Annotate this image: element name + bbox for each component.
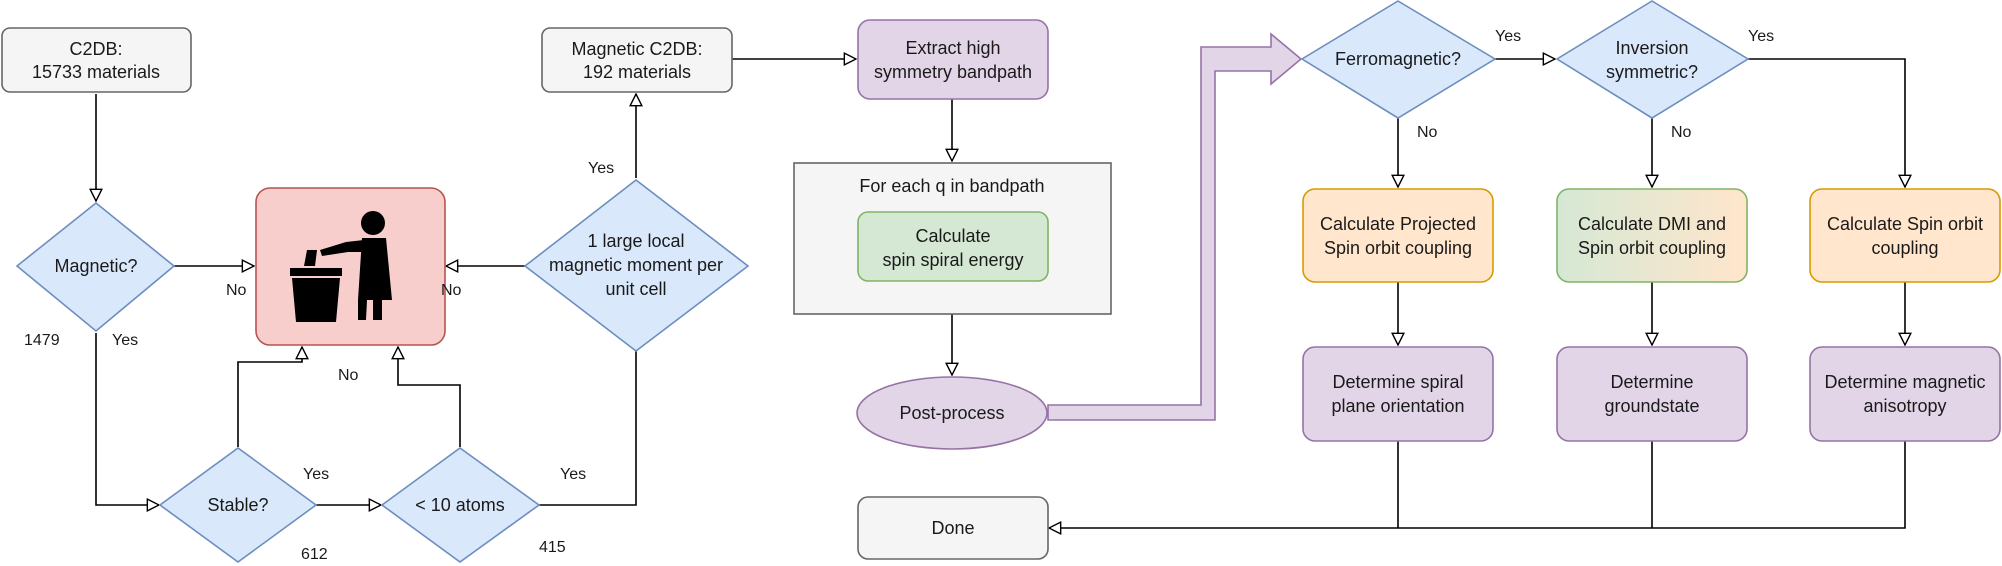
moment-decision-line-2: magnetic moment per	[549, 255, 723, 275]
moment-decision-line-3: unit cell	[605, 279, 666, 299]
extract-line-1: Extract high	[905, 38, 1000, 58]
node-det-spiral-plane: Determine spiral plane orientation	[1302, 346, 1494, 442]
edges	[96, 59, 1905, 528]
label-yes-ferro: Yes	[1495, 28, 1521, 45]
ferro-decision-text: Ferromagnetic?	[1335, 49, 1461, 69]
node-moment-decision: 1 large local magnetic moment per unit c…	[523, 178, 750, 353]
label-no-magnetic: No	[226, 282, 247, 299]
edge-results-to-done	[1049, 441, 1906, 528]
node-stable-decision: Stable?	[158, 447, 318, 563]
edge-atoms-to-trash	[398, 347, 461, 447]
node-postprocess: Post-process	[856, 376, 1048, 450]
node-det-groundstate: Determine groundstate	[1556, 346, 1748, 442]
magnetic-c2db-line-1: Magnetic C2DB:	[571, 39, 702, 59]
stable-decision-text: Stable?	[207, 495, 268, 515]
edge-atoms-to-moment	[539, 318, 636, 506]
edge-inversion-to-calcsoc	[1748, 58, 1905, 187]
edge-magnetic-to-stable	[95, 333, 159, 505]
magnetic-decision-text: Magnetic?	[54, 256, 137, 276]
node-inversion-decision: Inversion symmetric?	[1555, 0, 1750, 119]
inversion-decision-line-1: Inversion	[1615, 38, 1688, 58]
label-no-inversion: No	[1671, 124, 1692, 141]
node-calc-projected-soc: Calculate Projected Spin orbit coupling	[1302, 188, 1494, 283]
label-yes-atoms: Yes	[560, 466, 586, 483]
node-calc-soc: Calculate Spin orbit coupling	[1809, 188, 2001, 283]
edge-postprocess-to-ferro-arrow	[1047, 32, 1303, 421]
node-spiral-energy	[857, 211, 1049, 282]
extract-line-2: symmetry bandpath	[874, 62, 1032, 82]
node-magnetic-c2db: Magnetic C2DB: 192 materials	[541, 27, 733, 93]
edge-labels: No Yes 1479 Yes No 612 Yes 415 No Yes Ye…	[24, 28, 1774, 563]
node-foreach-container: For each q in bandpath Calculate spin sp…	[793, 162, 1112, 315]
det-aniso-line-1: Determine magnetic	[1824, 372, 1985, 392]
label-count-415: 415	[539, 539, 566, 556]
node-c2db: C2DB: 15733 materials	[1, 27, 192, 93]
label-no-stable: No	[338, 367, 359, 384]
det-aniso-line-2: anisotropy	[1863, 396, 1946, 416]
magnetic-c2db-line-2: 192 materials	[583, 62, 691, 82]
label-yes-moment: Yes	[588, 160, 614, 177]
inversion-decision-line-2: symmetric?	[1606, 62, 1698, 82]
c2db-line-2: 15733 materials	[32, 62, 160, 82]
label-count-1479: 1479	[24, 332, 60, 349]
label-yes-stable: Yes	[303, 466, 329, 483]
calc-soc-line-2: coupling	[1871, 238, 1938, 258]
node-discard	[255, 187, 446, 346]
edge-stable-to-trash	[237, 347, 302, 447]
c2db-line-1: C2DB:	[69, 39, 122, 59]
label-yes-magnetic: Yes	[112, 332, 138, 349]
foreach-title: For each q in bandpath	[859, 176, 1044, 196]
node-magnetic-decision: Magnetic?	[15, 201, 176, 333]
atoms-decision-text: < 10 atoms	[415, 495, 505, 515]
postprocess-text: Post-process	[899, 403, 1004, 423]
calc-projected-line-2: Spin orbit coupling	[1324, 238, 1472, 258]
spiral-energy-line-2: spin spiral energy	[882, 250, 1023, 270]
label-no-ferro: No	[1417, 124, 1438, 141]
det-ground-line-2: groundstate	[1604, 396, 1699, 416]
node-extract-bandpath: Extract high symmetry bandpath	[857, 19, 1049, 100]
node-done: Done	[857, 496, 1049, 560]
spiral-energy-line-1: Calculate	[915, 226, 990, 246]
node-calc-dmi-soc: Calculate DMI and Spin orbit coupling	[1556, 188, 1748, 283]
label-no-moment: No	[441, 282, 462, 299]
moment-decision-line-1: 1 large local	[587, 231, 684, 251]
node-atoms-decision: < 10 atoms	[380, 447, 541, 563]
node-ferro-decision: Ferromagnetic?	[1300, 0, 1497, 119]
calc-dmi-line-2: Spin orbit coupling	[1578, 238, 1726, 258]
node-det-anisotropy: Determine magnetic anisotropy	[1809, 346, 2001, 442]
trash-bin-person-icon	[290, 211, 392, 322]
calc-soc-line-1: Calculate Spin orbit	[1827, 214, 1983, 234]
det-spiral-line-1: Determine spiral	[1332, 372, 1463, 392]
calc-projected-line-1: Calculate Projected	[1320, 214, 1476, 234]
calc-dmi-line-1: Calculate DMI and	[1578, 214, 1726, 234]
det-ground-line-1: Determine	[1610, 372, 1693, 392]
done-text: Done	[931, 518, 974, 538]
label-yes-inversion: Yes	[1748, 28, 1774, 45]
det-spiral-line-2: plane orientation	[1331, 396, 1464, 416]
label-count-612: 612	[301, 546, 328, 563]
